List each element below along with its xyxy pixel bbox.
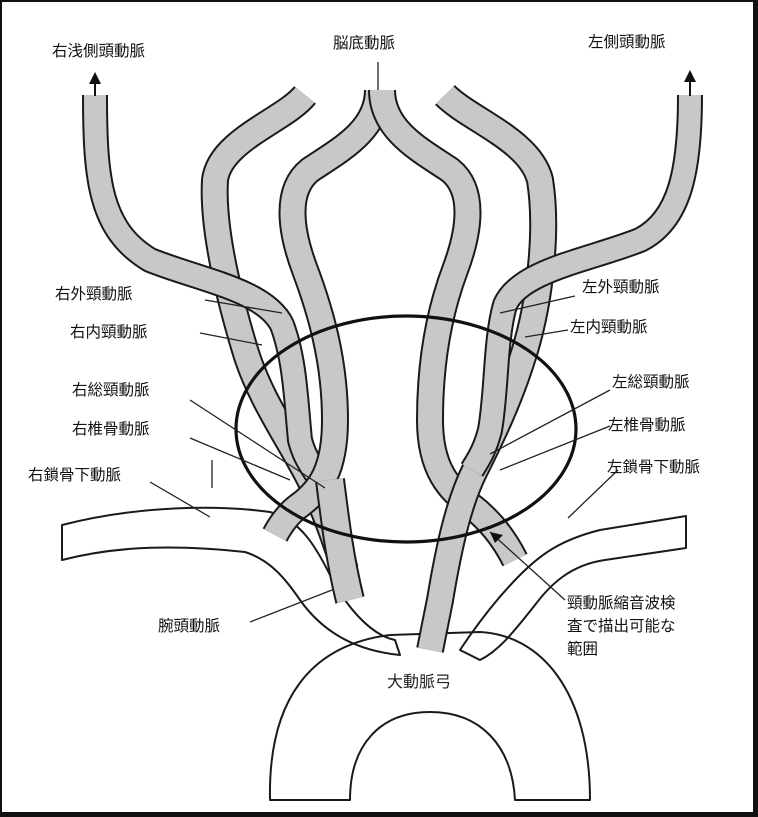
label-ultrasound-range-line1: 頸動脈縮音波検: [567, 592, 676, 615]
label-right-subclavian: 右鎖骨下動脈: [28, 468, 121, 484]
label-right-external-carotid: 右外頸動脈: [55, 287, 133, 303]
label-left-subclavian: 左鎖骨下動脈: [607, 460, 700, 476]
label-left-temporal: 左側頭動脈: [588, 35, 666, 51]
label-left-internal-carotid: 左内頸動脈: [570, 320, 648, 336]
label-ultrasound-range: 頸動脈縮音波検 査で描出可能な 範囲: [567, 592, 676, 661]
label-ultrasound-range-line2: 査で描出可能な: [567, 615, 676, 638]
label-aortic-arch: 大動脈弓: [387, 668, 451, 692]
label-brachiocephalic: 腕頭動脈: [158, 619, 220, 635]
label-left-common-carotid: 左総頸動脈: [612, 375, 690, 391]
label-basilar-artery: 脳底動脈: [333, 36, 395, 52]
label-ultrasound-range-line3: 範囲: [567, 638, 676, 661]
label-left-vertebral: 左椎骨動脈: [608, 418, 686, 434]
label-left-external-carotid: 左外頸動脈: [582, 280, 660, 296]
label-right-vertebral: 右椎骨動脈: [72, 422, 150, 438]
vessels: [95, 90, 690, 650]
aortic-arch: [270, 632, 590, 800]
label-right-superficial-temporal: 右浅側頭動脈: [52, 44, 145, 60]
label-right-common-carotid: 右総頸動脈: [72, 383, 150, 399]
label-right-internal-carotid: 右内頸動脈: [70, 325, 148, 341]
